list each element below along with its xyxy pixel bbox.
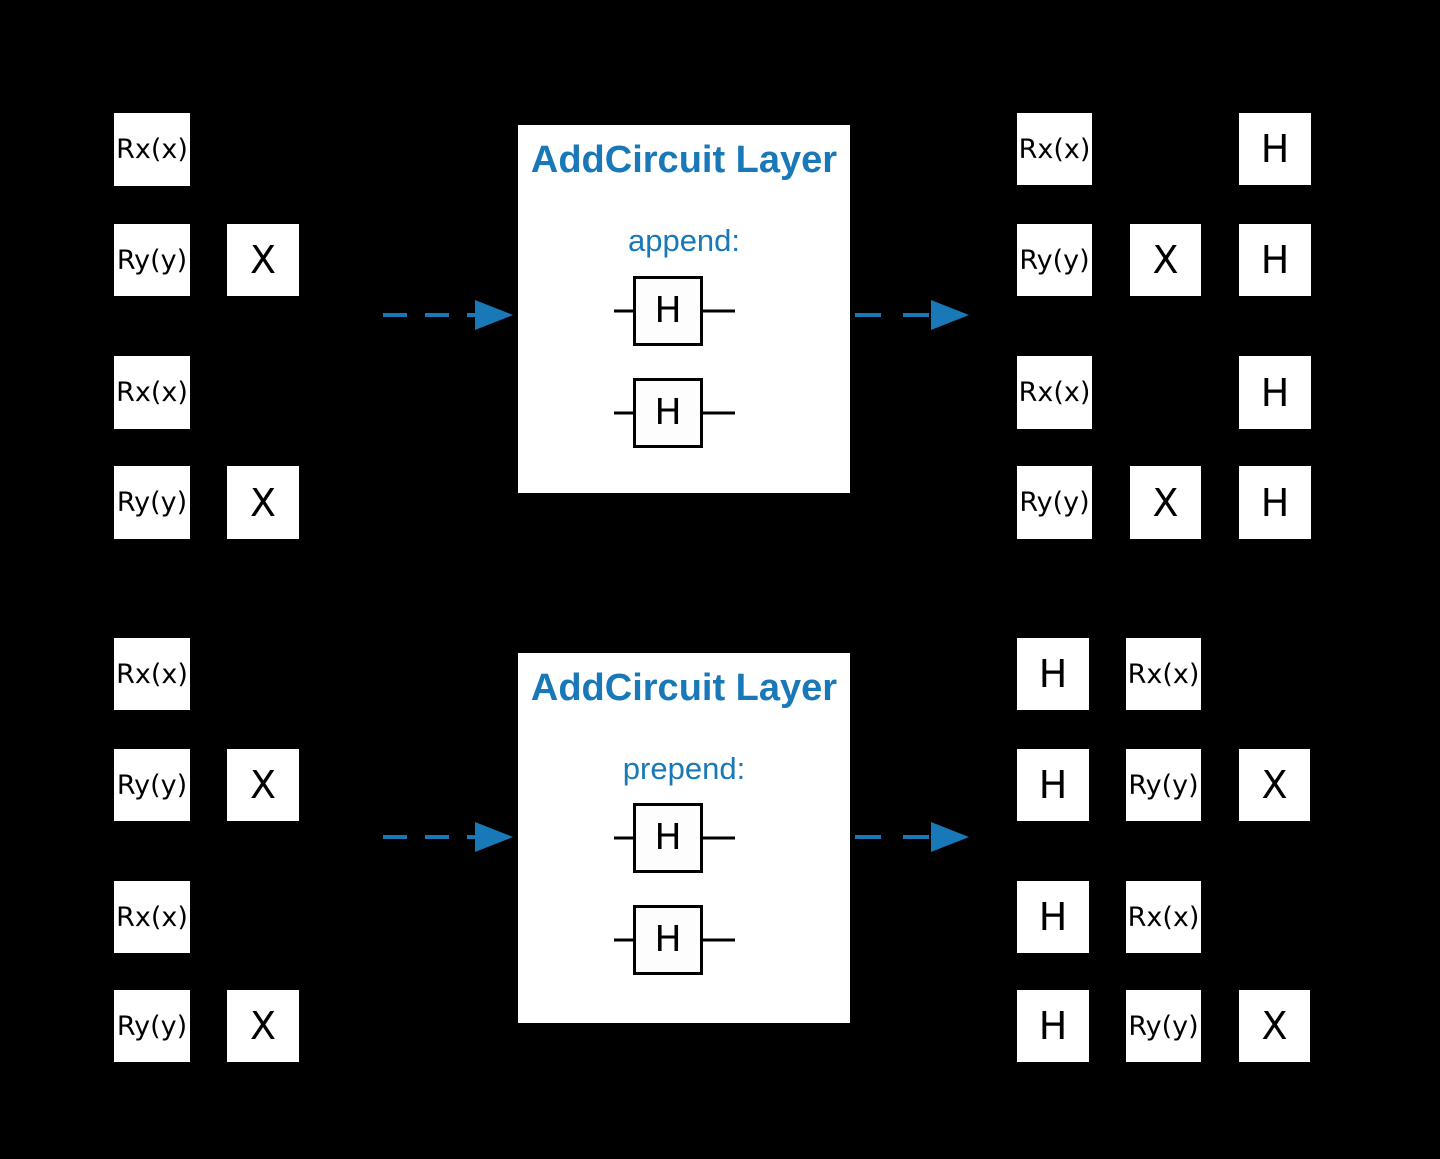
addcircuit-panel-prepend: AddCircuit Layer prepend: H H xyxy=(518,653,850,1023)
addcircuit-panel-append: AddCircuit Layer append: H H xyxy=(518,125,850,493)
gate-ry: Ry(y) xyxy=(1126,990,1201,1062)
gate-x: X xyxy=(227,990,299,1062)
flow-arrow-bottom-right xyxy=(855,822,969,852)
gate-x: X xyxy=(1130,224,1201,296)
gate-h: H xyxy=(1239,356,1311,429)
gate-ry: Ry(y) xyxy=(114,224,190,296)
gate-rx: Rx(x) xyxy=(114,356,190,429)
gate-h: H xyxy=(633,803,703,873)
gate-rx: Rx(x) xyxy=(1017,356,1092,429)
gate-ry: Ry(y) xyxy=(114,466,190,539)
gate-ry: Ry(y) xyxy=(1017,224,1092,296)
panel-title: AddCircuit Layer xyxy=(530,139,838,181)
gate-ry: Ry(y) xyxy=(114,990,190,1062)
panel-title: AddCircuit Layer xyxy=(530,667,838,709)
mini-h-gate: H xyxy=(614,905,735,975)
panel-mode-label: prepend: xyxy=(622,751,746,786)
gate-h: H xyxy=(1017,749,1089,821)
gate-h: H xyxy=(1017,990,1089,1062)
gate-x: X xyxy=(227,224,299,296)
panel-mode-label: append: xyxy=(627,223,741,258)
gate-ry: Ry(y) xyxy=(114,749,190,821)
gate-h: H xyxy=(1017,881,1089,953)
gate-h: H xyxy=(633,276,703,346)
mini-h-gate: H xyxy=(614,803,735,873)
gate-x: X xyxy=(1239,990,1310,1062)
gate-rx: Rx(x) xyxy=(1126,638,1201,710)
gate-rx: Rx(x) xyxy=(114,113,190,186)
gate-h: H xyxy=(633,378,703,448)
gate-h: H xyxy=(1239,466,1311,539)
gate-rx: Rx(x) xyxy=(114,638,190,710)
gate-h: H xyxy=(1239,113,1311,185)
gate-h: H xyxy=(1017,638,1089,710)
gate-ry: Ry(y) xyxy=(1017,466,1092,539)
gate-rx: Rx(x) xyxy=(1126,881,1201,953)
mini-h-gate: H xyxy=(614,276,735,346)
gate-h: H xyxy=(1239,224,1311,296)
gate-h: H xyxy=(633,905,703,975)
flow-arrow-top-right xyxy=(855,300,969,330)
gate-x: X xyxy=(1130,466,1201,539)
gate-rx: Rx(x) xyxy=(114,881,190,953)
gate-x: X xyxy=(227,749,299,821)
gate-x: X xyxy=(1239,749,1310,821)
gate-rx: Rx(x) xyxy=(1017,113,1092,185)
gate-ry: Ry(y) xyxy=(1126,749,1201,821)
gate-x: X xyxy=(227,466,299,539)
mini-h-gate: H xyxy=(614,378,735,448)
flow-arrow-bottom-left xyxy=(383,822,513,852)
flow-arrow-top-left xyxy=(383,300,513,330)
